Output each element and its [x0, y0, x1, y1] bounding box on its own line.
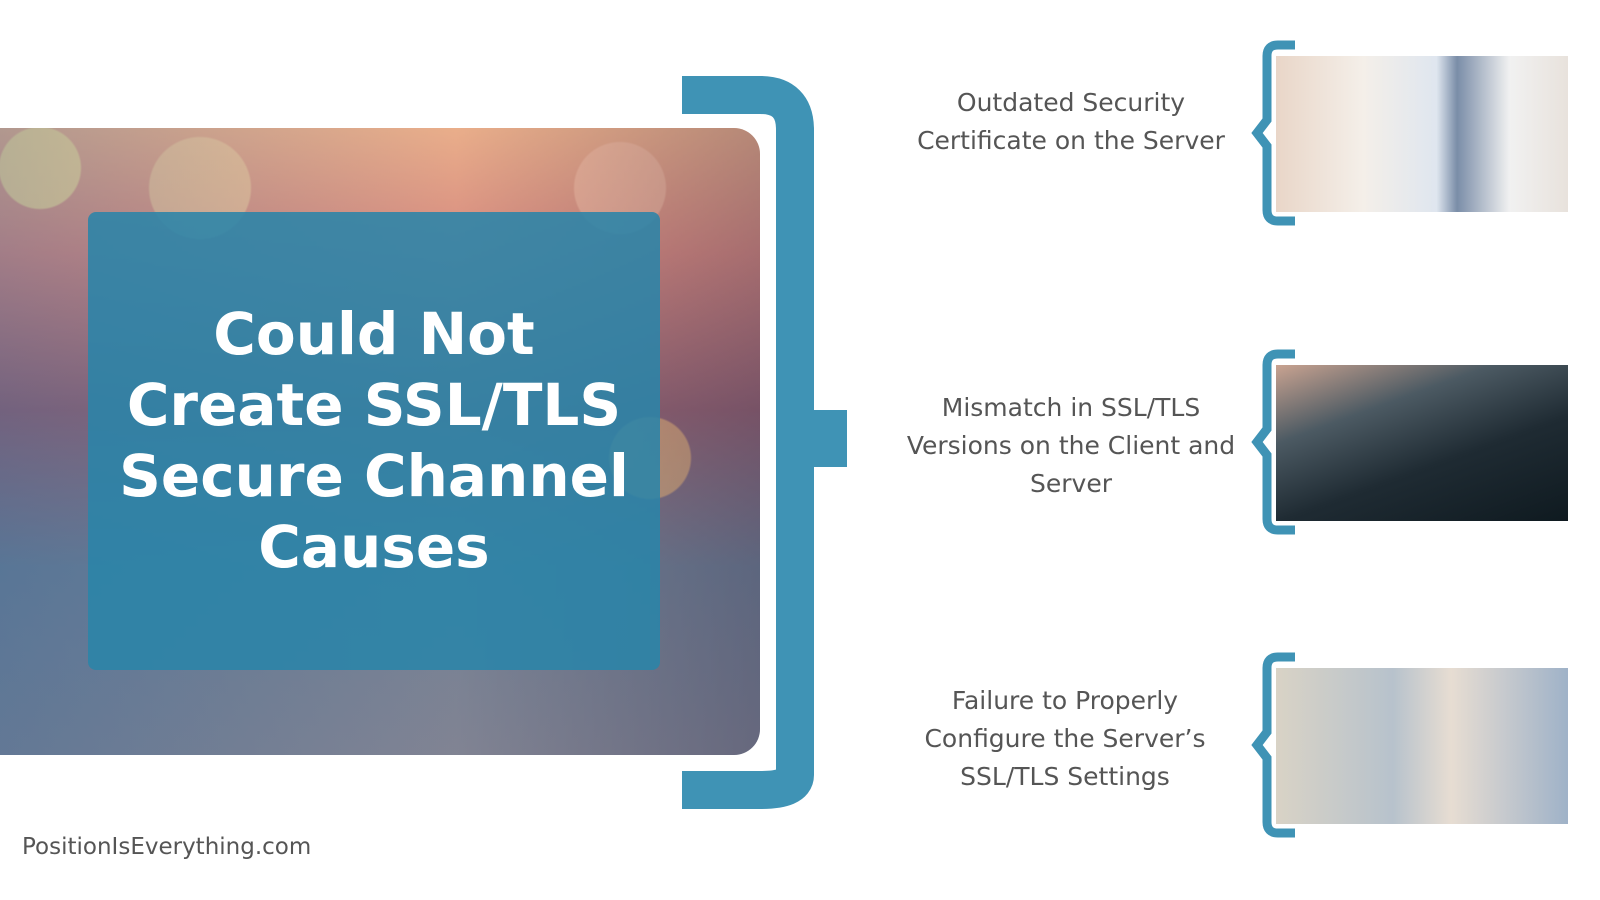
page-title: Could Not Create SSL/TLS Secure Channel … — [119, 300, 629, 581]
cause-1-label: Outdated Security Certificate on the Ser… — [917, 88, 1225, 155]
laptop-keyboard-photo — [1276, 365, 1568, 521]
woman-at-computer-photo — [1276, 56, 1568, 212]
small-brace-icon — [1251, 652, 1295, 838]
cause-2-label: Mismatch in SSL/TLS Versions on the Clie… — [906, 393, 1236, 498]
main-brace-icon — [682, 76, 814, 809]
small-brace-icon — [1251, 349, 1295, 535]
small-brace-icon — [1251, 40, 1295, 226]
cause-3-label: Failure to Properly Configure the Server… — [924, 686, 1206, 791]
title-box: Could Not Create SSL/TLS Secure Channel … — [88, 212, 660, 670]
thinking-woman-photo — [1276, 668, 1568, 824]
footer-site-name: PositionIsEverything.com — [22, 834, 312, 860]
main-brace-point — [795, 410, 847, 467]
